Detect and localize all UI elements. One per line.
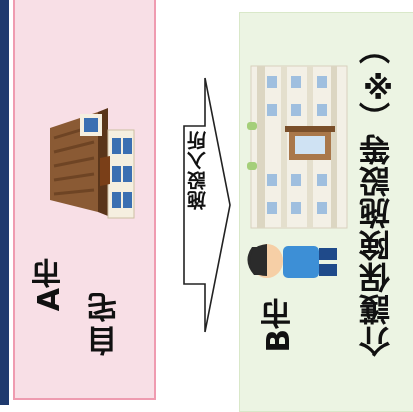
destination-facility-label: 介護保険施設等（※） — [360, 32, 396, 357]
origin-city-label: A市 — [32, 258, 67, 312]
facility-building-icon — [247, 65, 348, 229]
arrow-icon — [183, 77, 231, 333]
transition-label: 施設入所 — [187, 130, 209, 210]
person-icon — [247, 244, 337, 278]
left-edge-strip — [0, 0, 9, 405]
house-icon — [50, 108, 135, 219]
origin-place-label: 自宅 — [88, 288, 123, 356]
destination-city-label: B市 — [261, 298, 297, 353]
